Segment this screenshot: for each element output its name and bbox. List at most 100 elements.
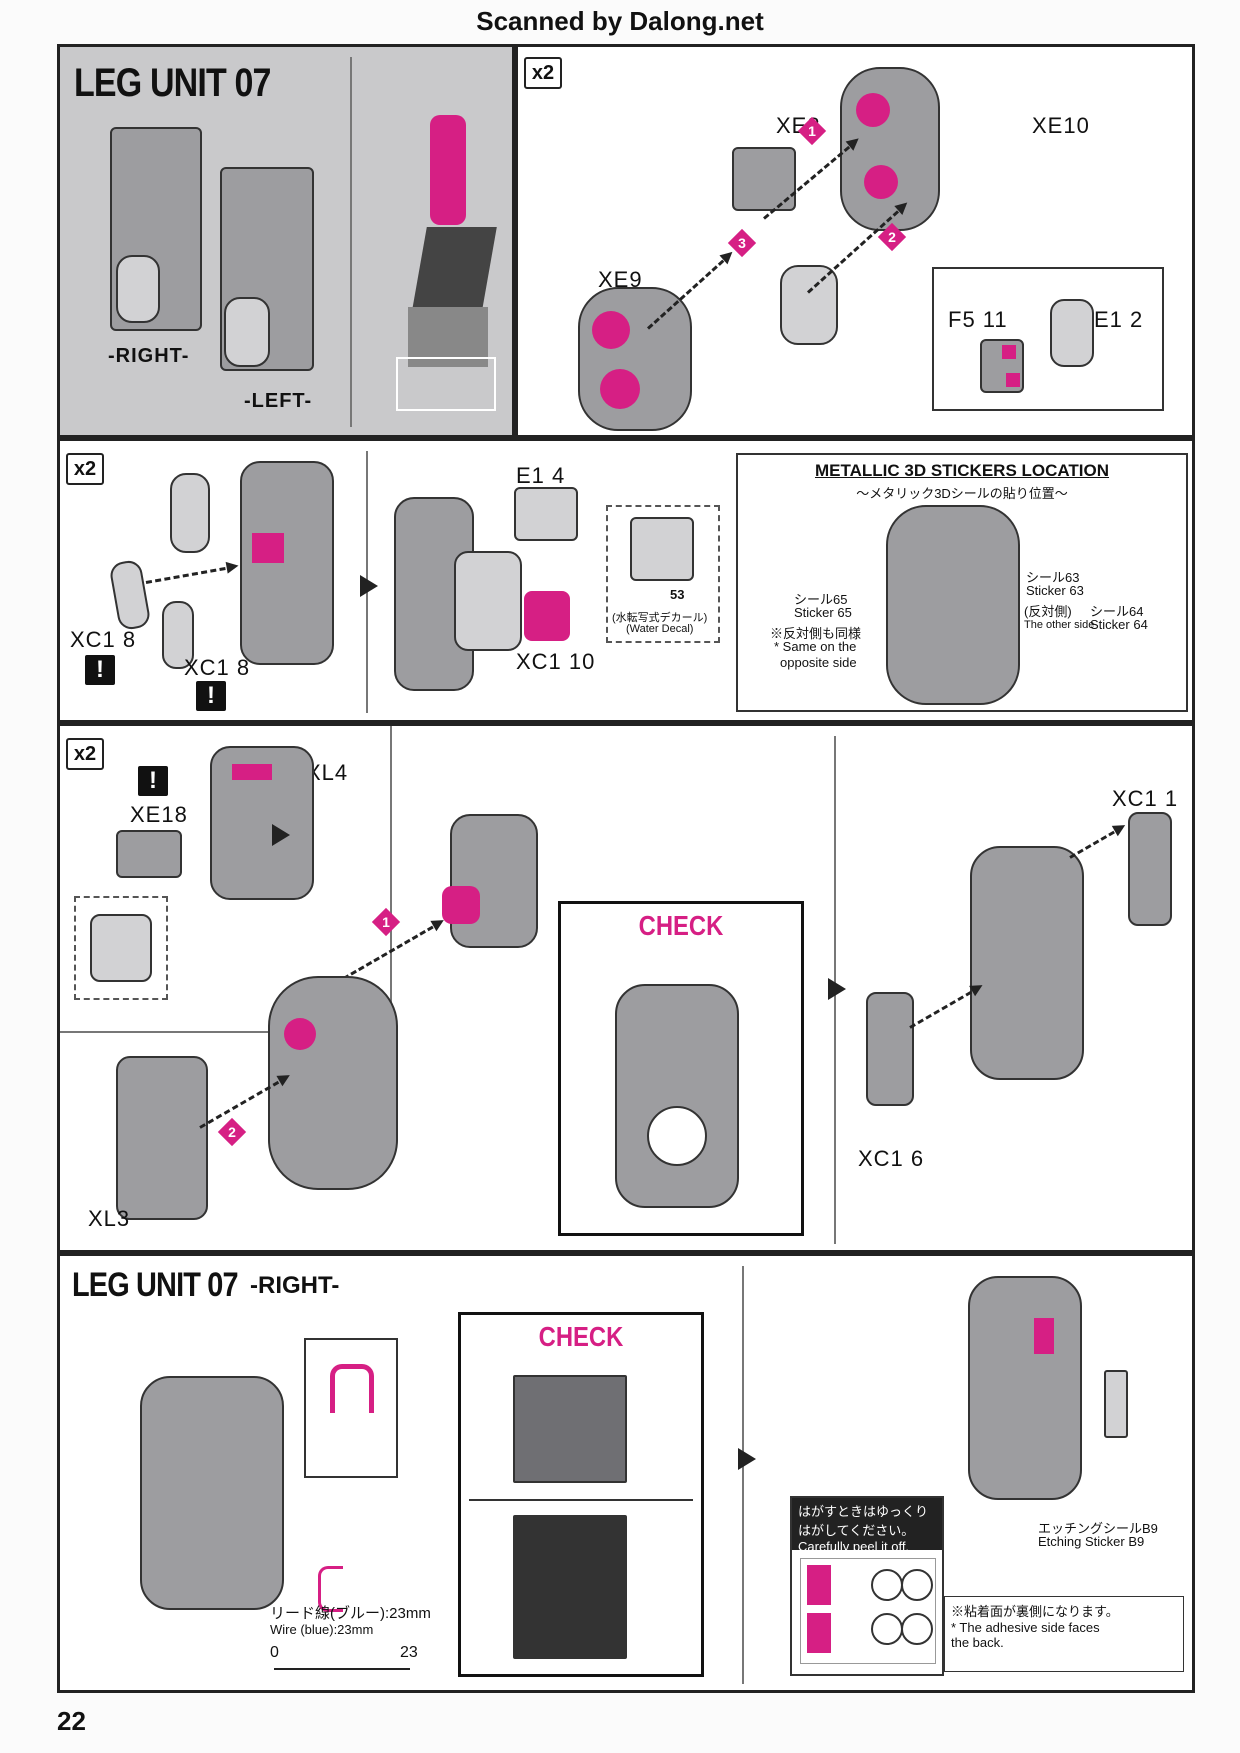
wire-detail-callout [304,1338,398,1478]
other-side-en: The other side [1024,619,1095,631]
leg-left-thruster [224,297,270,367]
sticker-sheet [800,1558,936,1664]
leg-unit-assembly [140,1376,284,1610]
sticker-63-en: Sticker 63 [1026,583,1084,598]
other-side-jp: (反対側) [1024,604,1072,619]
part-label-xc1-6: XC1 6 [858,1146,925,1171]
part-label-xe18: XE18 [130,802,188,827]
step-marker-1: 1 [797,116,827,146]
panel-divider [350,57,352,427]
adhesive-jp: ※粘着面が裏側になります。 [951,1604,1119,1619]
peel-instruction-box: はがすときはゆっくり はがしてください。 Carefully peel it o… [792,1498,942,1554]
label-left: -LEFT- [244,390,313,412]
adhesive-note: ※粘着面が裏側になります。 * The adhesive side faces … [944,1596,1184,1672]
sticker-64-jp: シール64 [1090,604,1144,619]
section4-panel: LEG UNIT 07 -RIGHT- リード線(ブルー):23mm Wire … [57,1253,1195,1693]
peel-en: Carefully peel it off. [798,1539,910,1554]
ruler-start: 0 [270,1644,279,1661]
section-title: LEG UNIT 07 [72,1266,239,1304]
caution-icon: ! [196,681,226,711]
part-f5-11 [980,339,1024,393]
part-xc1-8-top [170,473,210,553]
check-box: CHECK [458,1312,704,1677]
section-title: LEG UNIT 07 [74,61,271,105]
part-label-xl3: XL3 [88,1206,131,1231]
part-label-xc1-8a: XC1 8 [70,627,137,652]
step3-panel: x2 ! XE18 XL4 1 XL3 2 CHECK XC1 1 XC1 6 [57,723,1195,1253]
check-title: CHECK [538,1321,624,1352]
part-label-xe10: XE10 [1032,113,1090,138]
next-step-arrow [828,978,846,1000]
part-xc1-8-right [162,601,194,669]
step1-panel: x2 XE8 XE10 XE9 1 2 3 F5 11 E1 2 [515,44,1195,438]
detail-inset: F5 11 E1 2 [932,267,1164,411]
step-marker-2: 2 [217,1117,247,1147]
step3-subframe [60,726,392,1033]
part-e1-4 [514,487,578,541]
check-box: CHECK [558,901,804,1236]
peel-jp-1: はがすときはゆっくり [798,1504,929,1519]
step-marker-3: 3 [727,228,757,258]
multiplier-badge: x2 [66,453,104,485]
part-xc1-6 [866,992,914,1106]
caution-icon: ! [85,655,115,685]
sticker-title: METALLIC 3D STICKERS LOCATION [814,461,1110,480]
adhesive-en-1: * The adhesive side faces [951,1620,1100,1635]
part-xe9 [578,287,692,431]
multiplier-badge: x2 [66,738,104,770]
part-e1-2-assembly [780,265,838,345]
next-step-arrow [272,824,290,846]
peel-jp-2: はがしてください。 [798,1523,915,1538]
decal-number: 53 [670,587,685,602]
water-decal-inset: 53 (水転写式デカール) (Water Decal) [606,505,720,643]
water-decal-en: (Water Decal) [626,623,694,635]
water-decal-jp: (水転写式デカール) [612,612,708,624]
lower-assembly [268,976,398,1190]
xe18-detail [74,896,168,1000]
sticker-64-en: Sticker 64 [1090,617,1148,632]
part-xl3 [116,1056,208,1220]
sticker-65-jp: シール65 [794,592,848,607]
part-xe18 [116,830,182,878]
sticker-63-jp: シール63 [1026,570,1080,585]
check-photo-top [513,1375,627,1483]
part-label-e1-2: E1 2 [1094,307,1144,332]
sticker-location-illustration [886,505,1020,705]
ruler-end: 23 [400,1644,418,1661]
pink-joint [442,886,480,924]
scan-credit: Scanned by Dalong.net [476,6,764,36]
step2-panel: x2 XC1 8 ! XC1 8 ! E1 4 XC1 10 53 (水転写式デ… [57,438,1195,723]
part-label-xc1-8b: XC1 8 [184,655,251,680]
part-label-xc1-1: XC1 1 [1112,786,1179,811]
wire-piece [318,1566,343,1612]
wire-label-jp: リード線(ブルー):23mm [270,1605,431,1622]
label-right: -RIGHT- [108,345,190,367]
etching-sheet-box: はがすときはゆっくり はがしてください。 Carefully peel it o… [790,1496,944,1676]
etching-label-jp: エッチングシールB9 [1038,1521,1158,1536]
caution-icon: ! [138,766,168,796]
part-xc1-10 [524,591,570,641]
part-label-xc1-10: XC1 10 [516,649,596,674]
check-title: CHECK [638,910,724,941]
wire-icon [330,1364,374,1413]
part-xc1-1 [1128,812,1172,926]
panel-divider [742,1266,744,1684]
frame-assembly [240,461,334,665]
leg-unit-title-panel: LEG UNIT 07 -RIGHT- -LEFT- [57,44,515,438]
assembly-arrow-3 [1069,826,1123,859]
multiplier-badge: x2 [524,57,562,89]
same-side-en-1: * Same on the [774,639,857,654]
ruler [274,1668,410,1670]
leg-right-thruster [116,255,160,323]
same-side-en-2: opposite side [780,655,857,670]
gundam-silhouette [390,107,500,417]
sticker-subtitle: ～メタリック3Dシールの貼り位置～ [856,486,1068,501]
sticker-65-en: Sticker 65 [794,605,852,620]
next-step-arrow [738,1448,756,1470]
assembly-arrow [145,565,235,584]
final-assembly [970,846,1084,1080]
part-xl4-assembly [210,746,314,900]
etching-label-en: Etching Sticker B9 [1038,1534,1145,1549]
part-label-e1-4: E1 4 [516,463,566,488]
wire-label-en: Wire (blue):23mm [270,1622,374,1637]
